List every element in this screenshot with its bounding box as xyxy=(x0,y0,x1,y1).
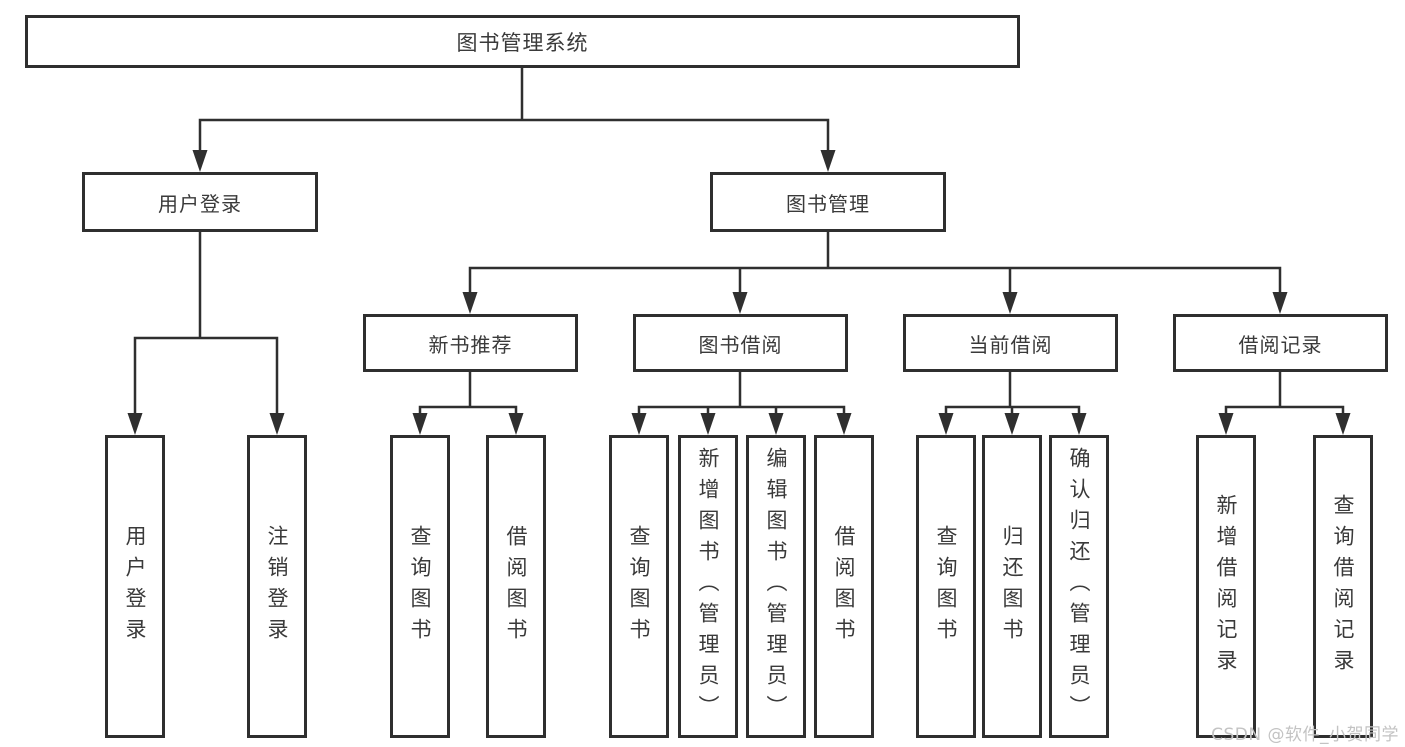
node-label: 归还图书 xyxy=(1000,524,1025,649)
leaf-confirm-return-admin: 确认归还（管理员） xyxy=(1049,435,1109,738)
node-book-management: 图书管理 xyxy=(710,172,946,232)
fork-root-to-level2 xyxy=(192,66,836,172)
leaf-borrow-books-recommend: 借阅图书 xyxy=(486,435,546,738)
leaf-query-books-borrowing: 查询图书 xyxy=(609,435,669,738)
node-new-book-recommendation: 新书推荐 xyxy=(363,314,578,372)
fork-new-book-to-leaves xyxy=(412,369,524,435)
node-label: 新增借阅记录 xyxy=(1214,493,1239,680)
node-label: 查询图书 xyxy=(627,524,652,649)
leaf-edit-book-admin: 编辑图书（管理员） xyxy=(746,435,806,738)
node-label: 新增图书（管理员） xyxy=(696,447,721,726)
node-label: 借阅记录 xyxy=(1238,332,1323,357)
node-label: 查询图书 xyxy=(408,524,433,649)
node-label: 图书借阅 xyxy=(698,332,783,357)
node-library-management-system: 图书管理系统 xyxy=(25,15,1020,68)
node-label: 编辑图书（管理员） xyxy=(764,447,789,726)
node-label: 确认归还（管理员） xyxy=(1067,447,1092,726)
fork-borrow-records-to-leaves xyxy=(1218,369,1351,435)
leaf-add-borrow-record: 新增借阅记录 xyxy=(1196,435,1256,738)
node-label: 借阅图书 xyxy=(832,524,857,649)
leaf-return-books: 归还图书 xyxy=(982,435,1042,738)
node-label: 查询借阅记录 xyxy=(1331,493,1356,680)
node-label: 当前借阅 xyxy=(968,332,1053,357)
node-book-borrowing: 图书借阅 xyxy=(633,314,848,372)
fork-user-login-to-leaves xyxy=(127,230,285,435)
node-borrowing-records: 借阅记录 xyxy=(1173,314,1388,372)
node-label: 查询图书 xyxy=(934,524,959,649)
node-current-borrowing: 当前借阅 xyxy=(903,314,1118,372)
node-label: 用户登录 xyxy=(123,524,148,649)
watermark-text: CSDN @软件_小贺同学 xyxy=(1211,725,1399,745)
node-label: 图书管理系统 xyxy=(456,30,589,55)
node-label: 新书推荐 xyxy=(428,332,513,357)
fork-book-borrowing-to-leaves xyxy=(631,369,852,435)
node-label: 用户登录 xyxy=(158,191,242,216)
fork-current-borrowing-to-leaves xyxy=(938,369,1087,435)
leaf-user-login: 用户登录 xyxy=(105,435,165,738)
fork-book-management-to-level3 xyxy=(462,230,1288,314)
node-label: 借阅图书 xyxy=(504,524,529,649)
leaf-add-book-admin: 新增图书（管理员） xyxy=(678,435,738,738)
node-label: 图书管理 xyxy=(786,191,870,216)
leaf-borrow-books: 借阅图书 xyxy=(814,435,874,738)
leaf-query-borrow-record: 查询借阅记录 xyxy=(1313,435,1373,738)
leaf-query-books-current: 查询图书 xyxy=(916,435,976,738)
leaf-logout: 注销登录 xyxy=(247,435,307,738)
leaf-query-books-recommend: 查询图书 xyxy=(390,435,450,738)
node-label: 注销登录 xyxy=(265,524,290,649)
node-user-login: 用户登录 xyxy=(82,172,318,232)
